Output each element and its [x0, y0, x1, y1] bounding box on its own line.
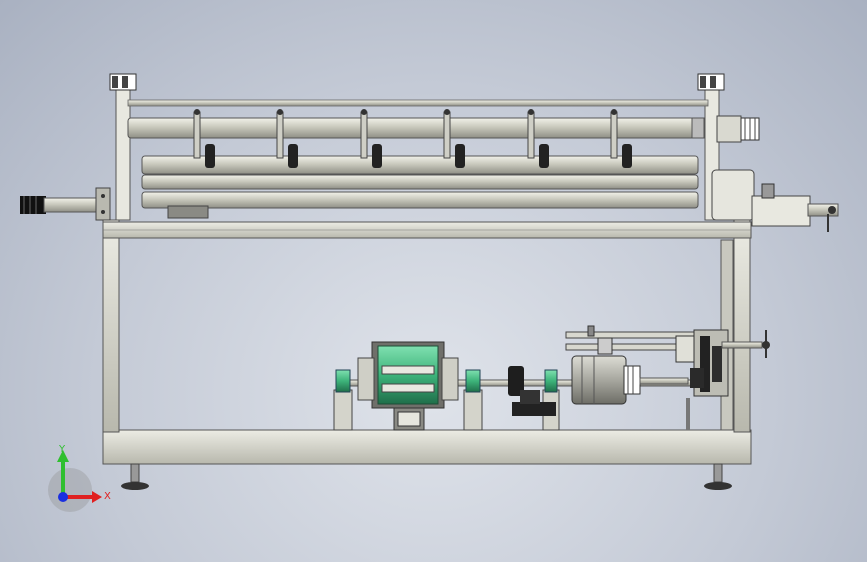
sprocket-assembly [686, 329, 770, 430]
knife-holder-5 [527, 109, 549, 168]
side-plate-left [109, 73, 137, 221]
z-axis-dot [58, 492, 68, 502]
bearing-block-2 [463, 369, 483, 431]
tension-linkage [565, 325, 695, 363]
triad-plane [48, 468, 92, 512]
middle-roller [141, 174, 699, 190]
bearing-block-1 [333, 369, 353, 431]
coordinate-triad: Y X [48, 444, 111, 512]
leveling-foot-left [121, 463, 149, 490]
roller-bracket [167, 205, 209, 219]
upper-roller [141, 155, 699, 175]
knife-holder-2 [276, 109, 298, 168]
knife-holder-3 [360, 109, 382, 168]
x-axis-label: X [104, 491, 111, 502]
y-axis-label: Y [58, 444, 66, 455]
main-drive-shaft [20, 187, 111, 221]
base-frame [102, 219, 752, 465]
leveling-foot-right [704, 463, 732, 490]
magnetic-brake-unit [357, 341, 459, 431]
gearbox-right [711, 169, 839, 232]
bearing-block-3 [542, 369, 560, 431]
knife-holder-1 [193, 109, 215, 168]
knife-holder-6 [610, 109, 632, 168]
shaft-coupling [508, 366, 556, 416]
knife-shaft [127, 117, 695, 139]
knife-holder-4 [443, 109, 465, 168]
drive-motor [571, 355, 689, 405]
gearbox-top-right [716, 115, 760, 143]
top-tie-rod [127, 99, 709, 107]
lower-roller [141, 191, 699, 209]
